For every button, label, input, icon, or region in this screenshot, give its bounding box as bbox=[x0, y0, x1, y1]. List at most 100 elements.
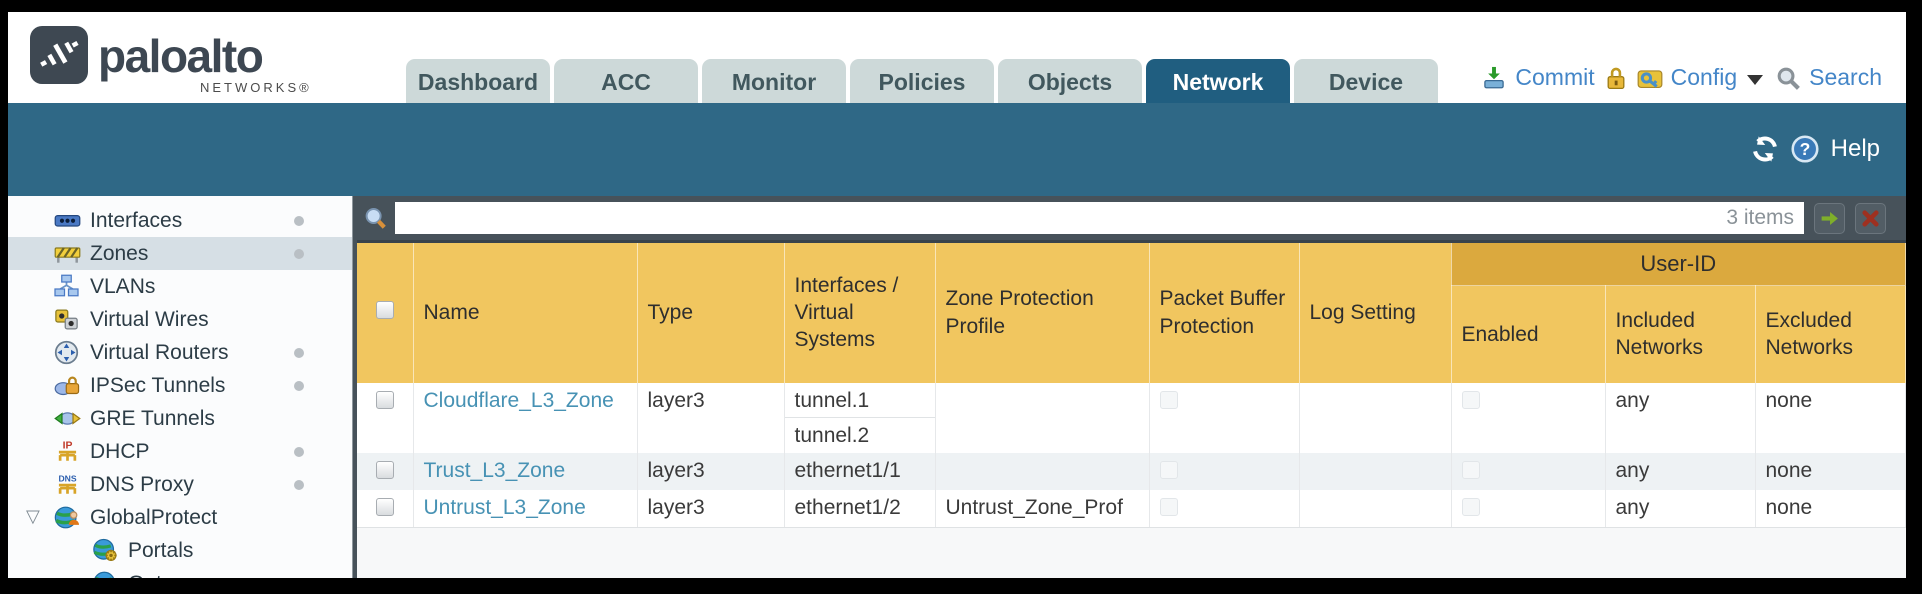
refresh-icon[interactable] bbox=[1751, 135, 1779, 163]
ipsec-tunnels-icon bbox=[54, 373, 81, 398]
row-select-checkbox[interactable] bbox=[375, 497, 394, 516]
user-id-enabled-checkbox bbox=[1461, 497, 1480, 516]
caret-down-icon[interactable] bbox=[1747, 74, 1764, 85]
row-select-checkbox[interactable] bbox=[375, 460, 394, 479]
column-header-included-networks[interactable]: Included Networks bbox=[1605, 285, 1756, 383]
column-header-interfaces[interactable]: Interfaces / Virtual Systems bbox=[784, 241, 936, 383]
sidebar-item-zones[interactable]: Zones bbox=[8, 237, 352, 270]
help-label[interactable]: Help bbox=[1830, 135, 1880, 162]
interface-entry: tunnel.1 bbox=[784, 383, 934, 418]
sidebar-item-label: Virtual Wires bbox=[90, 307, 209, 331]
tab-acc[interactable]: ACC bbox=[554, 59, 698, 103]
zone-type-cell: layer3 bbox=[637, 452, 785, 490]
excluded-networks-cell: none bbox=[1755, 489, 1906, 528]
row-select-checkbox[interactable] bbox=[375, 390, 394, 409]
column-header-packet-buffer-protection[interactable]: Packet Buffer Protection bbox=[1149, 241, 1300, 383]
column-header-type[interactable]: Type bbox=[637, 241, 785, 383]
clear-filter-button[interactable] bbox=[1855, 202, 1886, 234]
sidebar-item-portals[interactable]: Portals bbox=[8, 534, 352, 567]
apply-filter-button[interactable] bbox=[1814, 202, 1845, 234]
gateways-icon bbox=[92, 571, 119, 578]
column-header-excluded-networks[interactable]: Excluded Networks bbox=[1755, 285, 1906, 383]
included-networks-cell: any bbox=[1605, 452, 1756, 490]
column-header-name[interactable]: Name bbox=[413, 241, 638, 383]
zone-interfaces-cell: ethernet1/1 bbox=[784, 452, 936, 490]
paloalto-logo-icon bbox=[30, 26, 88, 84]
zone-protection-profile-cell bbox=[935, 382, 1150, 453]
sidebar-item-vlans[interactable]: VLANs bbox=[8, 270, 352, 303]
sidebar-item-gre-tunnels[interactable]: GRE Tunnels bbox=[8, 402, 352, 435]
included-networks-cell: any bbox=[1605, 382, 1756, 453]
config-icon[interactable] bbox=[1637, 65, 1663, 91]
sidebar-item-dhcp[interactable]: IP DHCP bbox=[8, 435, 352, 468]
sidebar-item-gateways[interactable]: Gateways bbox=[8, 567, 352, 578]
zone-name-link[interactable]: Trust_L3_Zone bbox=[423, 458, 566, 482]
interfaces-icon bbox=[54, 208, 81, 233]
content-pane: 3 items bbox=[353, 196, 1906, 578]
zone-name-link[interactable]: Cloudflare_L3_Zone bbox=[423, 388, 614, 412]
tab-device[interactable]: Device bbox=[1294, 59, 1438, 103]
zone-name-cell: Cloudflare_L3_Zone bbox=[413, 382, 638, 453]
sidebar-item-label: GlobalProtect bbox=[90, 505, 218, 529]
lock-icon[interactable] bbox=[1603, 65, 1629, 91]
sidebar-item-label: DHCP bbox=[90, 439, 150, 463]
zones-table-area: Name Type Interfaces / Virtual Systems Z… bbox=[357, 240, 1906, 578]
apply-filter-icon bbox=[1821, 211, 1838, 225]
sidebar-item-label: VLANs bbox=[90, 274, 156, 298]
status-dot bbox=[294, 249, 304, 259]
tab-policies[interactable]: Policies bbox=[850, 59, 994, 103]
sidebar-item-label: Portals bbox=[128, 538, 194, 562]
virtual-routers-icon bbox=[54, 340, 81, 365]
commit-button[interactable]: Commit bbox=[1515, 64, 1595, 90]
expander-triangle-icon[interactable]: ▽ bbox=[26, 506, 40, 527]
select-all-checkbox[interactable] bbox=[375, 301, 394, 320]
column-header-enabled[interactable]: Enabled bbox=[1451, 285, 1606, 383]
sidebar-item-virtual-wires[interactable]: Virtual Wires bbox=[8, 303, 352, 336]
help-icon[interactable]: ? bbox=[1791, 135, 1819, 163]
tab-network[interactable]: Network bbox=[1146, 59, 1290, 103]
zone-name-link[interactable]: Untrust_L3_Zone bbox=[423, 495, 586, 519]
sidebar-item-label: GRE Tunnels bbox=[90, 406, 215, 430]
vlans-icon bbox=[54, 274, 81, 299]
svg-text:IP: IP bbox=[63, 440, 73, 451]
status-dot bbox=[294, 447, 304, 457]
zone-interfaces-cell: ethernet1/2 bbox=[784, 489, 936, 528]
packet-buffer-protection-checkbox bbox=[1159, 497, 1178, 516]
sidebar-item-globalprotect[interactable]: ▽ GlobalProtect bbox=[8, 501, 352, 534]
sidebar-item-interfaces[interactable]: Interfaces bbox=[8, 204, 352, 237]
column-header-zone-protection-profile[interactable]: Zone Protection Profile bbox=[935, 241, 1150, 383]
status-dot bbox=[294, 480, 304, 490]
teal-band: ? Help bbox=[8, 103, 1906, 196]
user-id-enabled-cell bbox=[1451, 382, 1606, 453]
excluded-networks-cell: none bbox=[1755, 452, 1906, 490]
filter-input[interactable] bbox=[395, 202, 1804, 234]
virtual-wires-icon bbox=[54, 307, 81, 332]
portals-icon bbox=[92, 538, 119, 563]
commit-icon[interactable] bbox=[1481, 65, 1507, 91]
brand-subtitle: NETWORKS® bbox=[200, 80, 312, 95]
sidebar-item-ipsec-tunnels[interactable]: IPSec Tunnels bbox=[8, 369, 352, 402]
tab-objects[interactable]: Objects bbox=[998, 59, 1142, 103]
search-button[interactable]: Search bbox=[1809, 64, 1882, 90]
tab-monitor[interactable]: Monitor bbox=[702, 59, 846, 103]
sidebar-item-label: Virtual Routers bbox=[90, 340, 229, 364]
tab-dashboard[interactable]: Dashboard bbox=[406, 59, 550, 103]
excluded-networks-cell: none bbox=[1755, 382, 1906, 453]
clear-filter-icon bbox=[1862, 209, 1879, 227]
sidebar-item-virtual-routers[interactable]: Virtual Routers bbox=[8, 336, 352, 369]
svg-text:DNS: DNS bbox=[58, 473, 76, 483]
config-menu[interactable]: Config bbox=[1670, 64, 1738, 90]
search-icon[interactable] bbox=[1775, 65, 1801, 91]
log-setting-cell bbox=[1299, 452, 1452, 490]
sidebar-item-label: Gateways bbox=[128, 572, 221, 579]
column-header-log-setting[interactable]: Log Setting bbox=[1299, 241, 1452, 383]
brand-logo: paloalto bbox=[30, 26, 264, 86]
svg-text:?: ? bbox=[1799, 139, 1810, 159]
row-select-cell bbox=[357, 489, 414, 528]
band-tools: ? Help bbox=[1751, 135, 1880, 163]
